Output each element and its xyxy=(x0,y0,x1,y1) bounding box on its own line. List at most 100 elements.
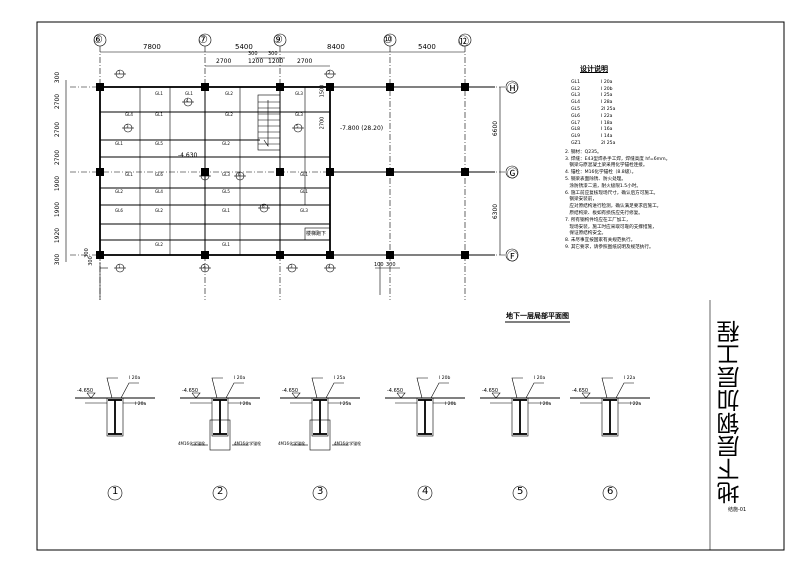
detail-label-circle xyxy=(512,485,528,501)
detail-elevation: -4.650 xyxy=(182,388,199,394)
section-marker-group xyxy=(114,69,336,273)
dim-bottom-mid-2: 300 xyxy=(386,262,396,268)
anchor-note: 4M16化学锚栓 xyxy=(178,441,206,446)
member-row: GZ1 2I 25a xyxy=(565,141,705,148)
axis-label-9: ⑨ xyxy=(273,33,283,46)
section-marker-label: 2 xyxy=(328,70,331,75)
member-section: 2I 25a xyxy=(601,140,616,146)
detail-beam-tag: I 20b xyxy=(439,376,451,381)
beam-label: GL3 xyxy=(295,112,303,117)
axis-label-12: ⑫ xyxy=(458,35,469,48)
beam-label: GL1 xyxy=(155,91,163,96)
detail-number: 3 xyxy=(317,486,324,497)
section-marker-label: 6 xyxy=(238,172,241,177)
detail-number: 5 xyxy=(517,486,524,497)
beam-label: GL2 xyxy=(155,208,163,213)
axis-label-g: Ⓖ xyxy=(507,167,518,180)
elevation-main: -4.630 xyxy=(178,152,198,159)
axis-bubble xyxy=(198,33,212,47)
beam-label: GL1 xyxy=(222,208,230,213)
axis-bubble xyxy=(505,80,519,94)
axis-bubble xyxy=(458,33,472,47)
detail-beam-tag: I 20a xyxy=(129,376,141,381)
dim-left-5: 1900 xyxy=(54,175,62,192)
detail-3 xyxy=(280,377,360,501)
dim-top-sub-1: 2700 xyxy=(216,58,232,65)
section-marker-label: 6 xyxy=(262,204,265,209)
detail-beam-tag: I 20a xyxy=(240,402,252,407)
note-line: 9. 其它要求，请参照图纸说明及规范执行。 xyxy=(565,244,654,250)
dim-stair-2: 2700 xyxy=(319,116,326,130)
dim-right-1: 6600 xyxy=(492,120,500,137)
detail-label-circle xyxy=(602,485,618,501)
beam-label: GL1 xyxy=(185,91,193,96)
section-marker-label: 4 xyxy=(328,264,331,269)
section-marker-label: 1 xyxy=(118,70,121,75)
note-line: 6. 施工前应复核现场尺寸，确认后方可施工。 xyxy=(565,190,659,196)
detail-number: 4 xyxy=(422,486,429,497)
beam-label: GL1 xyxy=(155,112,163,117)
axis-bubble xyxy=(273,33,287,47)
dim-top-4: 5400 xyxy=(418,43,436,51)
member-code: GL3 xyxy=(571,93,581,99)
beam-label: GL1 xyxy=(300,172,308,177)
note-line: 涂防锈漆二道，耐火极限1.5小时。 xyxy=(565,183,642,189)
detail-label-circle xyxy=(212,485,228,501)
dim-left-3: 2700 xyxy=(54,121,62,138)
note-line: 5. 钢梁表面除锈、防火处理。 xyxy=(565,176,626,182)
detail-number: 2 xyxy=(217,486,224,497)
axis-label-h: Ⓗ xyxy=(507,82,518,95)
dim-bottom-left: 300 xyxy=(87,256,94,266)
axis-label-f: Ⓕ xyxy=(507,250,518,263)
section-marker-label: 3 xyxy=(290,264,293,269)
section-marker-label: 1 xyxy=(118,264,121,269)
note-line: 钢梁安装前， xyxy=(565,197,597,203)
axis-label-7: ⑦ xyxy=(198,33,208,46)
detail-beam-tag: I 20a xyxy=(540,402,552,407)
member-section: I 18a xyxy=(601,120,613,126)
member-code: GL6 xyxy=(571,113,581,119)
beam-label: GL1 xyxy=(222,242,230,247)
project-title: 地下层钢加层工程 xyxy=(718,320,744,504)
dim-top-tiny-2: 300 xyxy=(268,51,278,57)
beam-label: GL2 xyxy=(222,141,230,146)
member-section: I 25a xyxy=(601,93,613,99)
beam-label: GL5 xyxy=(155,141,163,146)
note-line: 7. 所有钢构件均应在工厂加工， xyxy=(565,217,631,223)
detail-number: 6 xyxy=(607,486,614,497)
member-code: GL9 xyxy=(571,134,581,140)
detail-label-circle xyxy=(107,485,123,501)
note-line: 钢梁与原混凝土梁采用化学锚栓连接。 xyxy=(565,163,648,169)
beam-label: GL3 xyxy=(300,208,308,213)
member-section: 2I 25a xyxy=(601,106,616,112)
dim-right-2: 6300 xyxy=(492,203,500,220)
detail-elevation: -4.650 xyxy=(387,388,404,394)
detail-elevation: -4.650 xyxy=(572,388,589,394)
detail-beam-tag: I 25a xyxy=(334,376,346,381)
dim-left-1: 300 xyxy=(54,71,62,84)
floor-plan xyxy=(65,46,570,323)
axis-bubble xyxy=(505,248,519,262)
dim-top-1: 7800 xyxy=(143,43,161,51)
member-code: GZ1 xyxy=(571,140,581,146)
section-marker-label: 5 xyxy=(203,172,206,177)
member-section: I 16a xyxy=(601,127,613,133)
beam-label: GL2 xyxy=(155,242,163,247)
dim-bottom-mid-1: 100 xyxy=(374,262,384,268)
detail-beam-tag: I 20a xyxy=(135,402,147,407)
detail-elevation: -4.650 xyxy=(282,388,299,394)
note-line: 4. 锚栓：M16化学锚栓（8.8级）。 xyxy=(565,170,637,176)
section-marker-label: 4 xyxy=(186,98,189,103)
elevation-right: -7.800 (28.20) xyxy=(340,125,384,132)
beam-label: GL1 xyxy=(115,141,123,146)
axis-label-10: ⑩ xyxy=(383,33,393,46)
member-code: GL1 xyxy=(571,79,581,85)
